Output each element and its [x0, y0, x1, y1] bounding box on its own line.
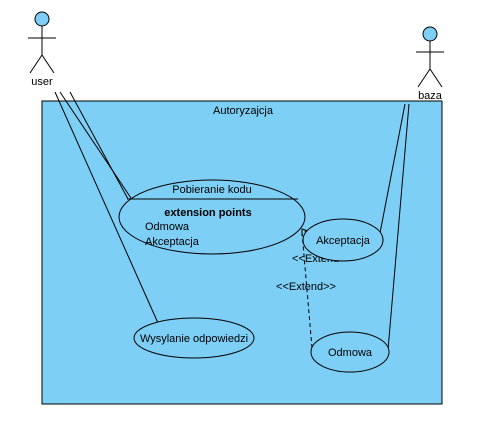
extend-label-odmowa: <<Extend>>: [276, 281, 336, 293]
use-case-wysylanie-odpowiedzi[interactable]: Wysylanie odpowiedzi: [133, 317, 255, 359]
actor-user-label: user: [31, 76, 53, 88]
use-case-odmowa[interactable]: Odmowa: [310, 331, 390, 373]
extend-odmowa-line[interactable]: [301, 231, 313, 349]
actor-baza-leg-left: [417, 68, 431, 88]
use-case-name: Pobieranie kodu: [172, 184, 252, 196]
actor-user-leg-left: [29, 54, 43, 74]
actor-user[interactable]: [28, 11, 56, 74]
actor-baza[interactable]: [416, 26, 444, 88]
extension-point-odmowa: Odmowa: [145, 221, 190, 233]
extension-points-label: extension points: [164, 207, 251, 219]
actor-user-leg-right: [41, 54, 55, 74]
association-user-wysylanie[interactable]: [54, 91, 159, 324]
use-case-name: Wysylanie odpowiedzi: [140, 333, 248, 345]
use-case-odmowa-ellipse: [310, 331, 390, 373]
actor-user-head-icon: [34, 11, 50, 27]
actor-baza-label: baza: [418, 90, 443, 102]
association-user-pobieranie[interactable]: [59, 91, 144, 217]
association-baza-odmowa[interactable]: [387, 103, 410, 351]
use-case-akceptacja[interactable]: Akceptacja: [302, 218, 384, 262]
use-case-akceptacja-ellipse: [302, 218, 384, 262]
actor-baza-leg-right: [429, 68, 443, 88]
actor-baza-head-icon: [422, 26, 438, 42]
use-case-name: Odmowa: [328, 347, 373, 359]
association-user-pobieranie[interactable]: [69, 91, 129, 200]
association-baza-akceptacja[interactable]: [379, 103, 406, 234]
associations: [54, 91, 410, 351]
use-case-pobieranie-kodu[interactable]: Pobieranie kodu extension points Odmowa …: [118, 179, 306, 255]
use-case-wysylanie-ellipse: [133, 317, 255, 359]
system-name: Autoryzajcja: [213, 105, 274, 117]
use-case-name: Akceptacja: [316, 235, 371, 247]
extension-point-akceptacja: Akceptacja: [145, 236, 200, 248]
